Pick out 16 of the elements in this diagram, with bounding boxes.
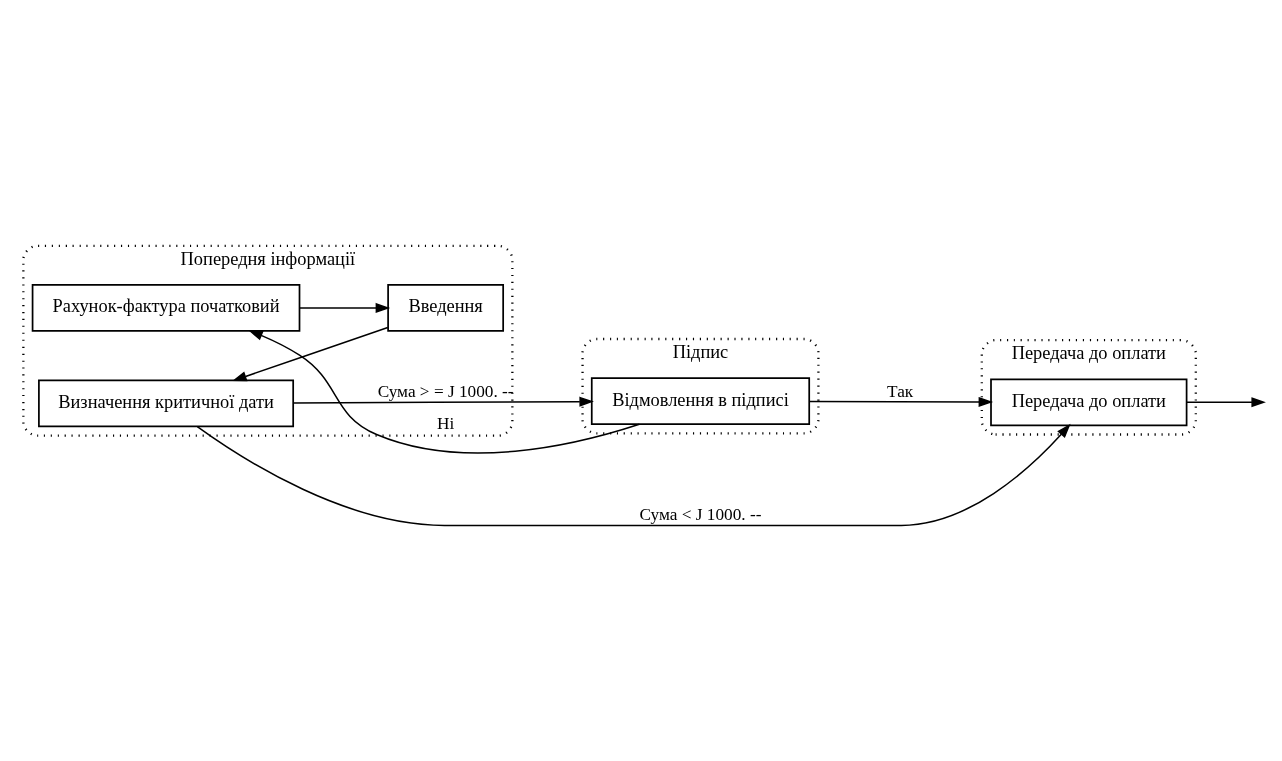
node-box: Відмовлення в підписі — [590, 376, 811, 425]
arrow — [292, 396, 594, 407]
arrow — [196, 423, 1071, 526]
node-box: Введення — [387, 283, 505, 332]
arrow — [299, 302, 391, 313]
arrow — [232, 326, 389, 381]
arrow — [1186, 396, 1266, 407]
arrow — [808, 396, 994, 407]
edge-label: Сума < J 1000. -- — [639, 504, 762, 524]
node-box: Передача до оплати — [990, 377, 1188, 426]
node-box: Рахунок-фактура початковий — [31, 283, 301, 332]
arrow — [248, 329, 641, 454]
node-box: Визначення критичної дати — [38, 379, 295, 427]
edge-label: Так — [887, 381, 914, 401]
edge-label: Ні — [437, 413, 455, 433]
edge-label: Сума > = J 1000. -- — [377, 381, 514, 401]
